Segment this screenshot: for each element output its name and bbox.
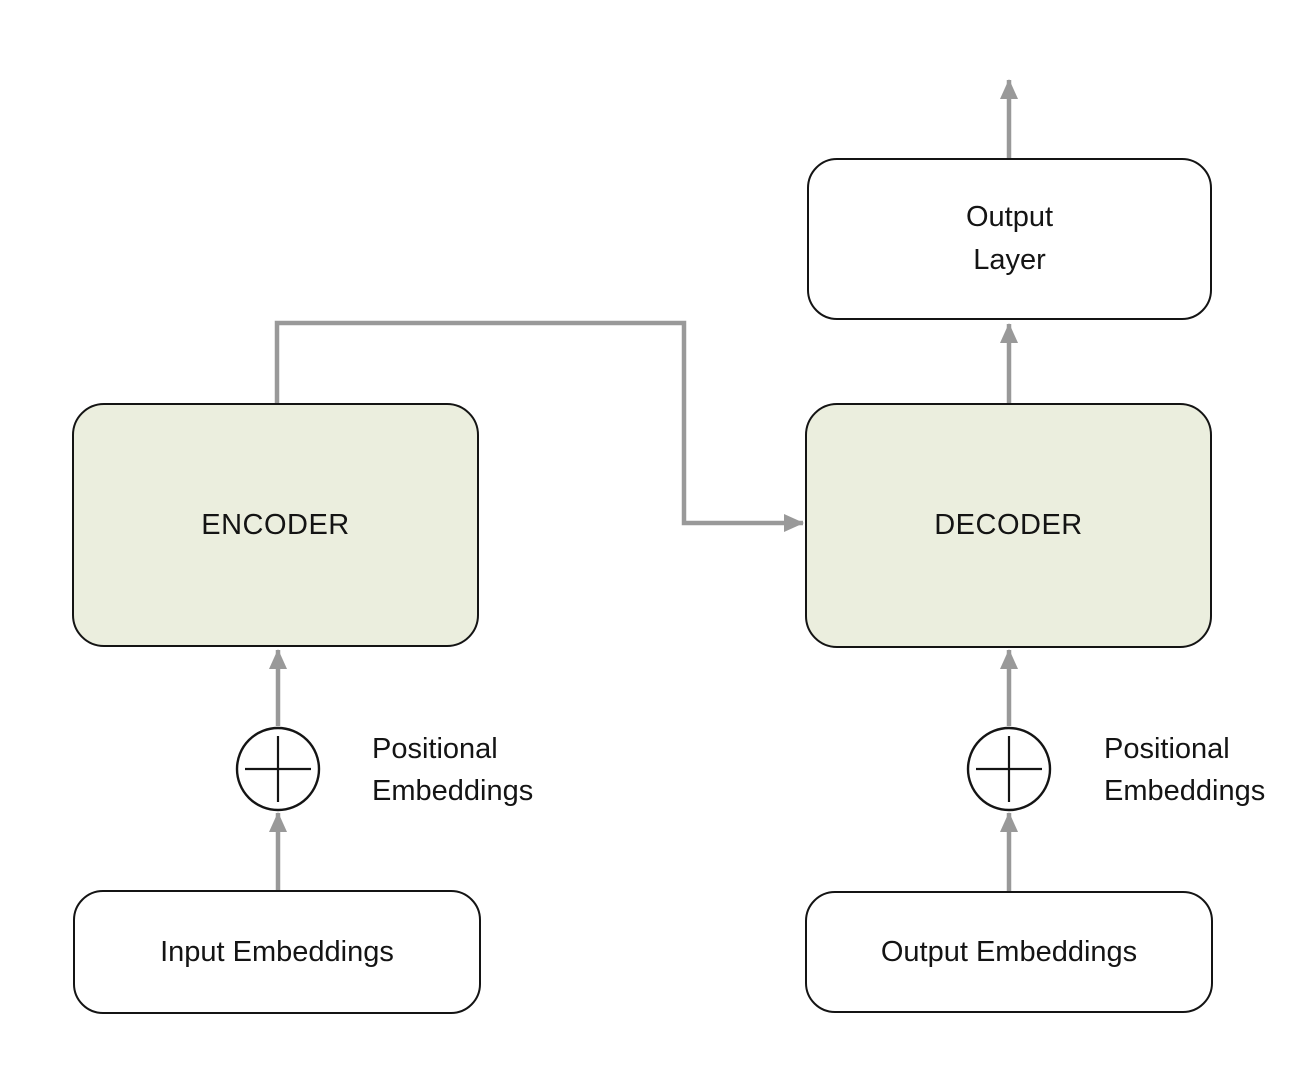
output-layer-label: Output Layer — [965, 201, 1054, 276]
positional-sum-left — [235, 726, 321, 812]
input-embeddings-block: Input Embeddings — [73, 890, 481, 1014]
elbow-arrow-encoder-to-decoder — [274, 320, 804, 532]
input-embeddings-label: Input Embeddings — [160, 935, 394, 968]
plus-icon — [976, 736, 1042, 802]
encoder-label: ENCODER — [201, 508, 350, 541]
decoder-block: DECODER — [805, 403, 1212, 648]
output-embeddings-label: Output Embeddings — [880, 935, 1138, 968]
encoder-block: ENCODER — [72, 403, 479, 647]
positional-embeddings-label-left: Positional Embeddings — [372, 733, 534, 807]
positional-sum-right — [966, 726, 1052, 812]
positional-embeddings-label-right: Positional Embeddings — [1104, 733, 1266, 807]
output-embeddings-block: Output Embeddings — [805, 891, 1213, 1013]
output-layer-block: Output Layer — [807, 158, 1212, 320]
decoder-label: DECODER — [934, 509, 1083, 541]
plus-icon — [245, 736, 311, 802]
